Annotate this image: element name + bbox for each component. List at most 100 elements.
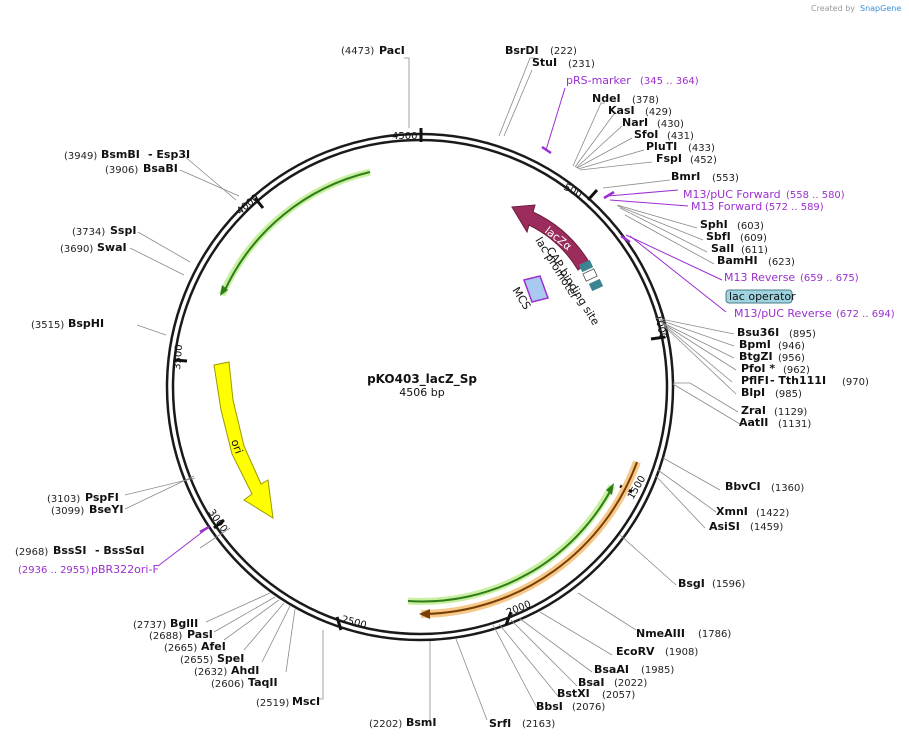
site-bsu36i[interactable]: Bsu36I — [737, 326, 779, 339]
site-nmeaiii[interactable]: NmeAIII — [636, 627, 685, 640]
site-swai[interactable]: SwaI — [97, 241, 127, 254]
site-pspfi[interactable]: PspFI — [85, 491, 119, 504]
site-ndei[interactable]: NdeI — [592, 92, 621, 105]
site-kasi[interactable]: KasI — [608, 104, 635, 117]
site-pfoi[interactable]: PfoI * — [741, 362, 775, 375]
site-asisi[interactable]: AsiSI — [709, 520, 740, 533]
site-bsgi[interactable]: BsgI — [678, 577, 705, 590]
feature-green-top[interactable] — [223, 171, 371, 293]
feature-mcs[interactable] — [523, 275, 549, 303]
site-esp3i[interactable]: - Esp3I — [148, 148, 190, 161]
plasmid-name: pKO403_lacZ_Sp — [367, 372, 477, 387]
primer-m13-puc-reverse[interactable]: M13/pUC Reverse — [734, 307, 832, 320]
site-nari[interactable]: NarI — [622, 116, 648, 129]
site-blpi-pos: (985) — [775, 389, 802, 400]
site-bsmi[interactable]: BsmI — [406, 716, 437, 729]
feature-cap-box[interactable] — [588, 278, 604, 292]
site-btgzi[interactable]: BtgZI — [739, 350, 773, 363]
feature-orange-glow — [420, 460, 641, 618]
primer-pbr322ori-f-range: (2936 .. 2955) — [18, 565, 90, 576]
site-srfi[interactable]: SrfI — [489, 717, 511, 730]
site-bsrdi[interactable]: BsrDI — [505, 44, 539, 57]
site-pasi-pos: (2688) — [149, 631, 182, 642]
site-aatii-pos: (1131) — [778, 419, 811, 430]
primer-pbr322ori-f[interactable]: pBR322ori-F — [91, 563, 159, 576]
site-bbsi[interactable]: BbsI — [536, 700, 563, 713]
site-bsssai[interactable]: - BssSαI — [95, 544, 144, 557]
feature-green-bottom[interactable] — [407, 487, 613, 603]
site-bamhi[interactable]: BamHI — [717, 254, 758, 267]
site-ahdi[interactable]: AhdI — [231, 664, 259, 677]
site-bsrdi-pos: (222) — [550, 46, 577, 57]
tick-label: 4500 — [392, 131, 417, 142]
site-bsphi[interactable]: BspHI — [68, 317, 104, 330]
site-spei-pos: (2655) — [180, 655, 213, 666]
site-pflfi[interactable]: PflFI — [741, 374, 769, 387]
feature-lac-operator-box[interactable] — [582, 268, 598, 282]
site-fspi[interactable]: FspI — [656, 152, 682, 165]
site-zrai[interactable]: ZraI — [741, 404, 766, 417]
site-bsgi-pos: (1596) — [712, 579, 745, 590]
feature-orange[interactable] — [423, 461, 638, 615]
site-sspi[interactable]: SspI — [110, 224, 136, 237]
feature-orange-arrowhead — [419, 609, 430, 619]
site-bsabi-pos: (3906) — [105, 165, 138, 176]
site-pflfi-pos: (970) — [842, 377, 869, 388]
site-bsabi[interactable]: BsaBI — [143, 162, 178, 175]
site-bamhi-pos: (623) — [768, 257, 795, 268]
site-bstxi[interactable]: BstXI — [557, 687, 590, 700]
site-tth111i[interactable]: - Tth111I — [770, 374, 826, 387]
site-sphi[interactable]: SphI — [700, 218, 728, 231]
site-sfoi[interactable]: SfoI — [634, 128, 658, 141]
site-bsmbi[interactable]: BsmBI — [101, 148, 140, 161]
site-paci[interactable]: PacI — [379, 44, 405, 57]
site-afei[interactable]: AfeI — [201, 640, 226, 653]
site-blpi[interactable]: BlpI — [741, 386, 765, 399]
site-taqii-pos: (2606) — [211, 679, 244, 690]
sites-right: BsrDI (222) StuI (231) NdeI (378) KasI (… — [489, 44, 869, 730]
site-pfoi-pos: (962) — [783, 365, 810, 376]
site-stui[interactable]: StuI — [532, 56, 557, 69]
site-sphi-pos: (603) — [737, 221, 764, 232]
site-pluti-pos: (433) — [688, 143, 715, 154]
primer-m13-reverse[interactable]: M13 Reverse — [724, 271, 795, 284]
primer-m13-puc-forward[interactable]: M13/pUC Forward — [683, 188, 781, 201]
credit-prefix: Created by — [811, 4, 855, 13]
site-bsmbi-pos: (3949) — [64, 151, 97, 162]
site-sali[interactable]: SalI — [711, 242, 734, 255]
primer-lines — [157, 87, 727, 567]
feature-green-bottom-arrowhead — [606, 483, 614, 495]
primer-prs-marker[interactable]: pRS-marker — [566, 74, 631, 87]
site-bbvci[interactable]: BbvCI — [725, 480, 761, 493]
primer-m13-forward[interactable]: M13 Forward — [691, 200, 762, 213]
site-bmri[interactable]: BmrI — [671, 170, 700, 183]
feature-lac-promoter-box[interactable] — [578, 259, 594, 273]
primer-prs-marker-range: (345 .. 364) — [640, 76, 699, 87]
site-swai-pos: (3690) — [60, 244, 93, 255]
site-taqii[interactable]: TaqII — [248, 676, 278, 689]
site-bseyi[interactable]: BseYI — [89, 503, 123, 516]
feature-green-top-arrowhead — [220, 285, 228, 296]
site-xmni[interactable]: XmnI — [716, 505, 748, 518]
site-pluti[interactable]: PluTI — [646, 140, 677, 153]
site-bsu36i-pos: (895) — [789, 329, 816, 340]
site-msci[interactable]: MscI — [292, 695, 320, 708]
site-spei[interactable]: SpeI — [217, 652, 244, 665]
site-bsaai[interactable]: BsaAI — [594, 663, 629, 676]
site-zrai-pos: (1129) — [774, 407, 807, 418]
site-bbsi-pos: (2076) — [572, 702, 605, 713]
site-bsssi[interactable]: BssSI — [53, 544, 87, 557]
site-bpmi[interactable]: BpmI — [739, 338, 771, 351]
site-ndei-pos: (378) — [632, 95, 659, 106]
site-bsphi-pos: (3515) — [31, 320, 64, 331]
feature-ori[interactable] — [213, 361, 274, 519]
site-bsai[interactable]: BsaI — [578, 676, 604, 689]
lac-operator-tag[interactable] — [725, 289, 793, 304]
site-aatii[interactable]: AatII — [739, 416, 768, 429]
site-pasi[interactable]: PasI — [187, 628, 213, 641]
site-bglii[interactable]: BglII — [170, 617, 198, 630]
site-ecorv[interactable]: EcoRV — [616, 645, 655, 658]
site-bseyi-pos: (3099) — [51, 506, 84, 517]
primer-m13-forward-range: (572 .. 589) — [765, 202, 824, 213]
site-sbfi[interactable]: SbfI — [706, 230, 731, 243]
